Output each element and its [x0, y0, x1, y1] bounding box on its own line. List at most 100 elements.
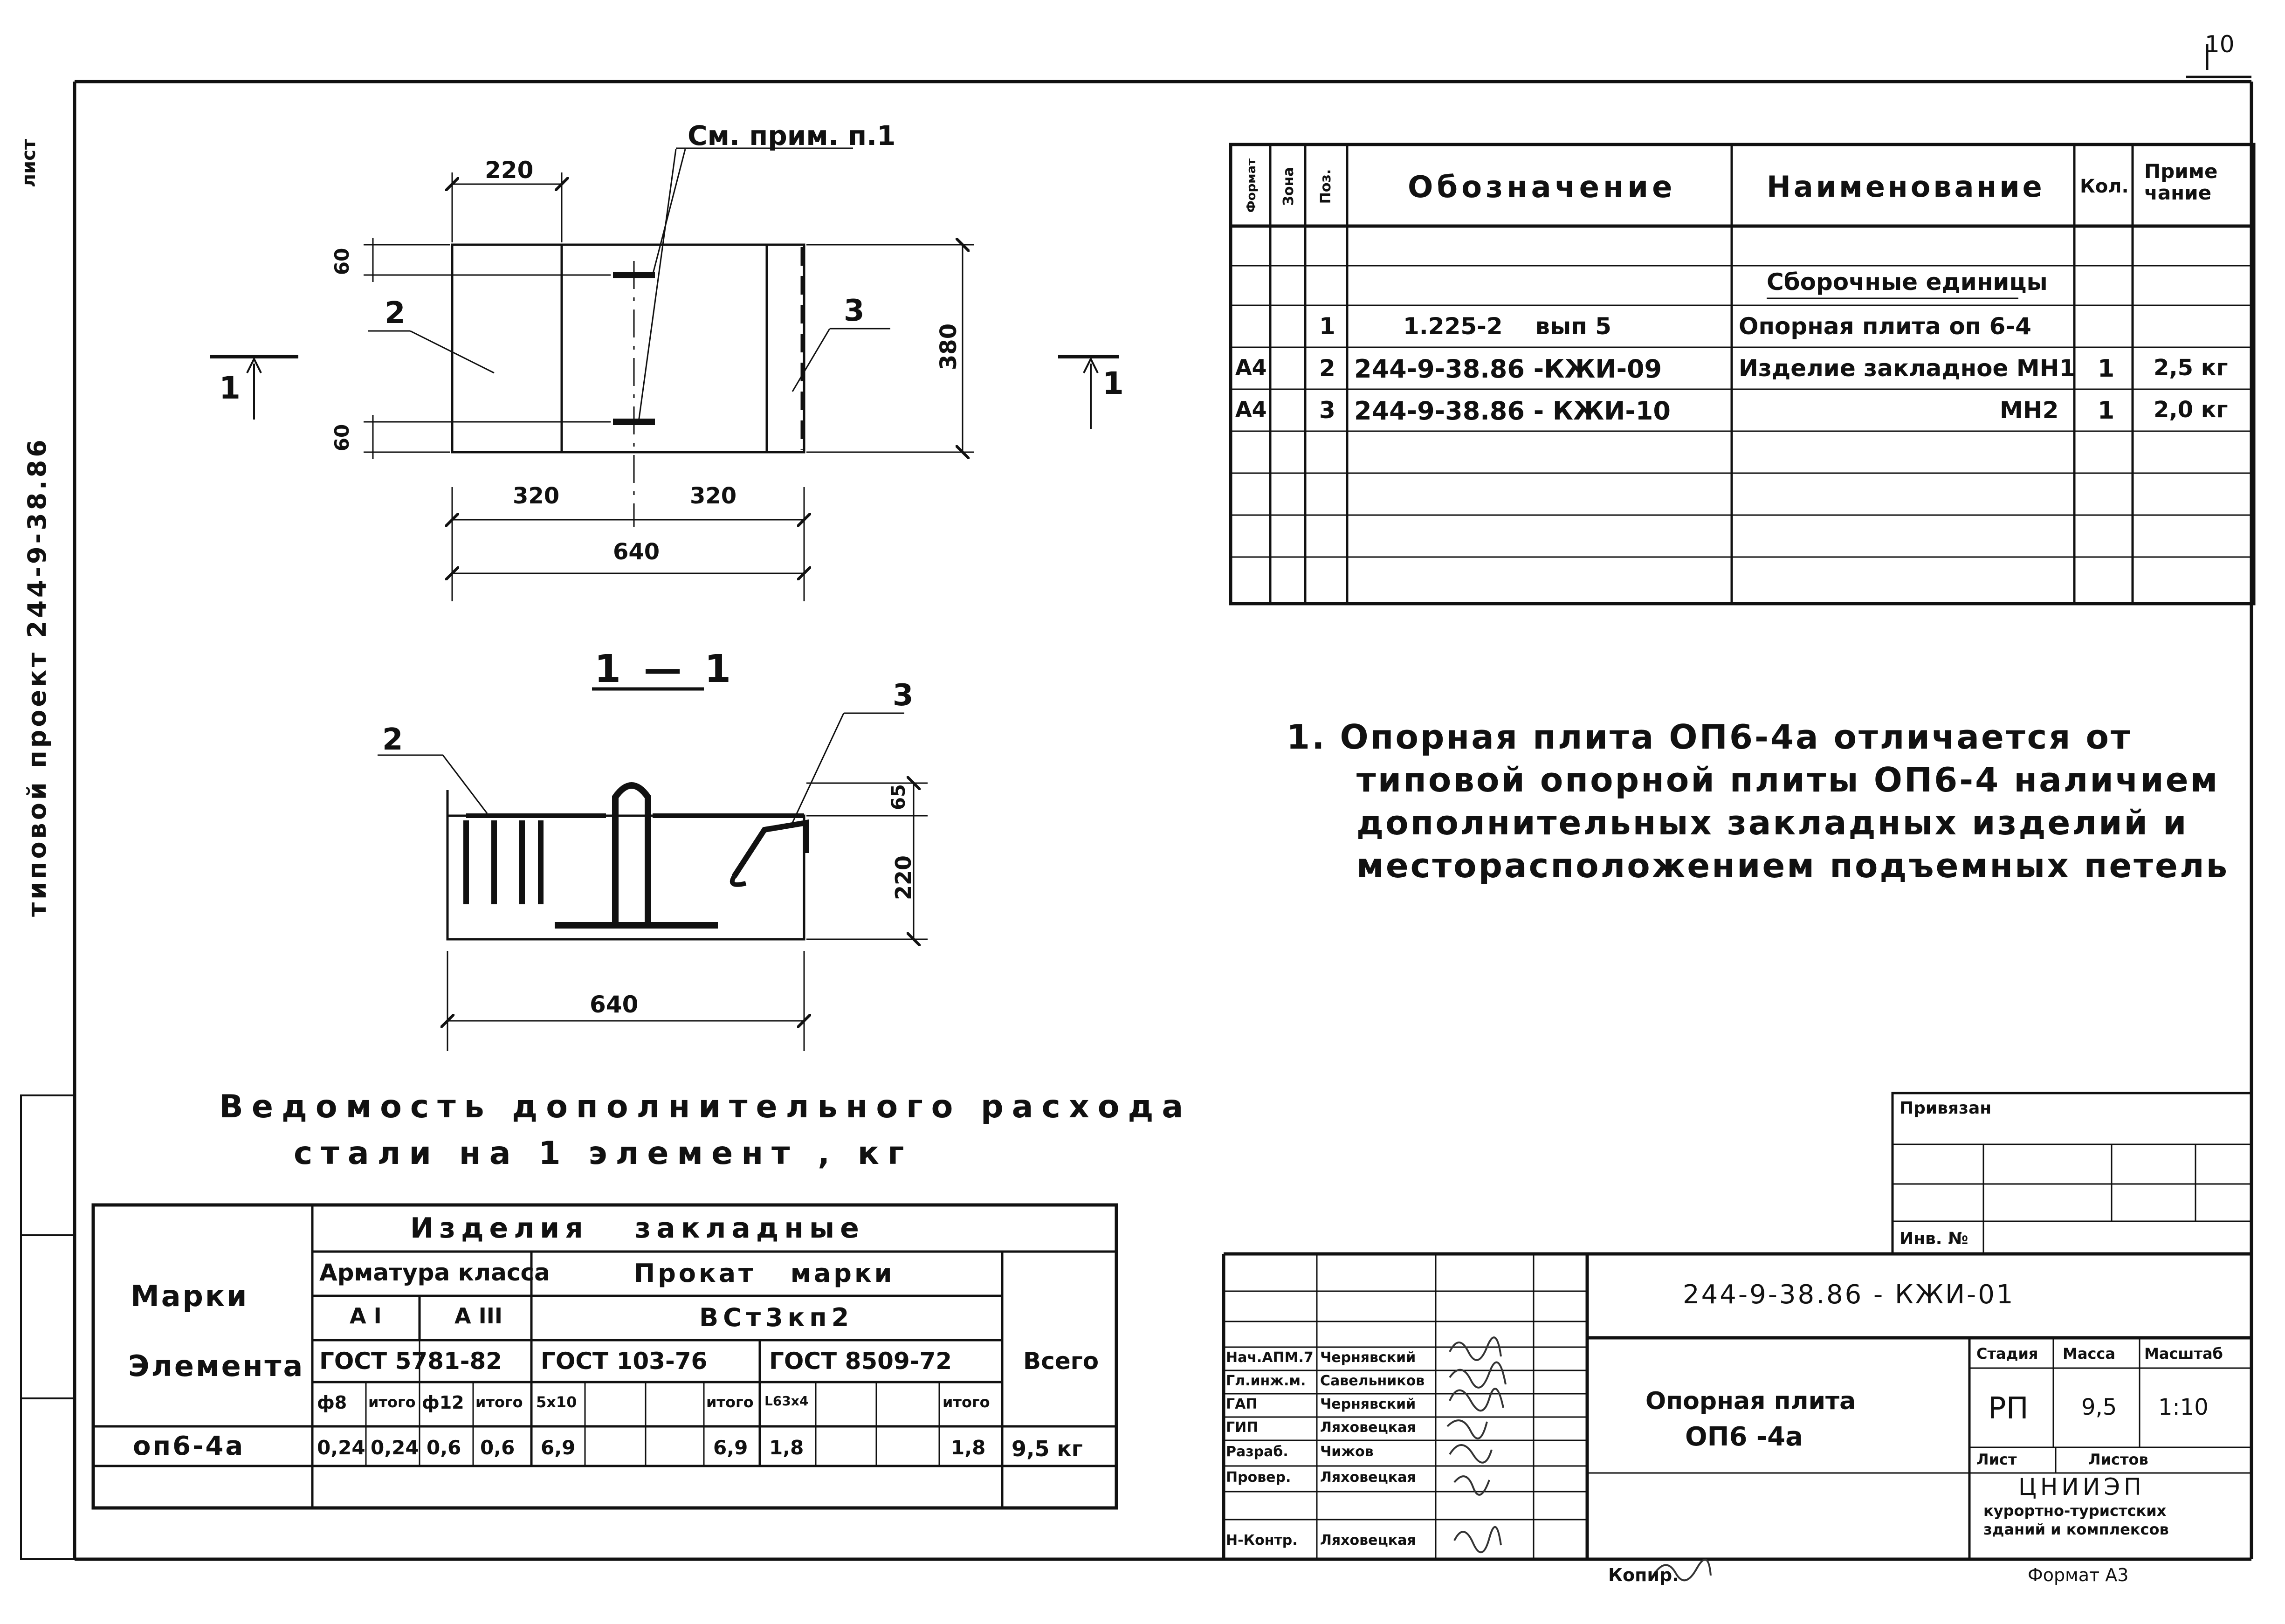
tb-role-4: ГИП	[1226, 1419, 1259, 1436]
tb-name-2: Савельников	[1320, 1373, 1425, 1389]
tb-mass: 9,5	[2081, 1394, 2117, 1420]
tb-role-5: Разраб.	[1226, 1444, 1288, 1460]
spec-row-1-designation: 1.225-2 вып 5	[1403, 313, 1611, 340]
tb-copied: Копир.	[1608, 1565, 1679, 1585]
tb-privyazan: Привязан	[1900, 1099, 1992, 1118]
tb-role-2: Гл.инж.м.	[1226, 1373, 1306, 1389]
steel-val-3: 0,6	[427, 1436, 461, 1459]
tb-doc-title-1: Опорная плита	[1645, 1387, 1856, 1415]
spec-row-2-qty: 1	[2098, 355, 2115, 383]
steel-col-mark-2: Элемента	[128, 1349, 305, 1383]
tb-sheet-h: Лист	[1976, 1451, 2017, 1468]
section-mark-right: 1	[1102, 365, 1124, 401]
title-block-grid	[1222, 1092, 2253, 1559]
steel-row-mark: оп6-4а	[133, 1431, 245, 1461]
steel-val-12: 1,8	[951, 1436, 986, 1459]
steel-sub-9: L63х4	[764, 1393, 809, 1409]
spec-row-3-designation: 244-9-38.86 - КЖИ-10	[1354, 396, 1671, 426]
steel-val-9: 1,8	[769, 1436, 804, 1459]
steel-title-line-1: Ведомость дополнительного расхода	[219, 1088, 1192, 1125]
steel-val-1: 0,24	[317, 1436, 365, 1459]
section-dim-65: 65	[888, 784, 909, 810]
steel-val-8: 6,9	[713, 1436, 748, 1459]
note-line-1: 1. Опорная плита ОП6-4а отличается от	[1287, 717, 2132, 757]
spec-row-3-note: 2,0 кг	[2154, 397, 2228, 423]
side-stamp-sheet: лист	[18, 138, 40, 188]
section-dim-640: 640	[590, 991, 639, 1018]
spec-row-3-format: А4	[1235, 397, 1267, 422]
spec-h-zone: Зона	[1280, 167, 1297, 206]
steel-sub-12: итого	[943, 1393, 990, 1411]
tb-role-6: Провер.	[1226, 1469, 1291, 1486]
spec-row-1-name: Опорная плита оп 6-4	[1739, 313, 2031, 340]
spec-h-name: Наименование	[1767, 170, 2045, 204]
spec-row-2-name: Изделие закладное МН1	[1739, 355, 2076, 382]
steel-sub-5: 5х10	[536, 1393, 577, 1411]
steel-grade: ВСт3кп2	[699, 1303, 854, 1332]
spec-h-designation: Обозначение	[1408, 170, 1676, 205]
steel-table-title: Ведомость дополнительного расхода стали …	[219, 1084, 1191, 1177]
spec-h-format: Формат	[1245, 158, 1259, 213]
plan-pos-2: 2	[385, 296, 406, 330]
spec-row-2-format: А4	[1235, 355, 1267, 380]
side-stamp-box	[20, 1094, 76, 1560]
section-pos-2: 2	[382, 723, 403, 757]
steel-armature: Арматура класса	[319, 1259, 550, 1286]
steel-val-2: 0,24	[371, 1436, 419, 1459]
tb-role-7: Н-Контр.	[1226, 1532, 1298, 1548]
plan-dim-220: 220	[485, 157, 534, 184]
spec-row-2-pos: 2	[1319, 355, 1335, 382]
tb-org-3: зданий и комплексов	[1983, 1521, 2169, 1538]
tb-org-1: ЦНИИЭП	[2018, 1473, 2145, 1500]
spec-row-3-pos: 3	[1319, 397, 1335, 424]
spec-section-label: Сборочные единицы	[1767, 268, 2048, 296]
section-title: 1 — 1	[594, 647, 736, 691]
note-line-3: дополнительных закладных изделий и	[1356, 803, 2189, 842]
steel-gost-1: ГОСТ 5781-82	[319, 1348, 502, 1375]
tb-doc-title-2: ОП6 -4а	[1685, 1422, 1803, 1452]
steel-total-col: Всего	[1023, 1348, 1099, 1375]
steel-val-4: 0,6	[480, 1436, 515, 1459]
tb-role-1: Нач.АПМ.7	[1226, 1349, 1314, 1366]
steel-gost-3: ГОСТ 8509-72	[769, 1348, 952, 1375]
steel-sub-1: ф8	[317, 1392, 347, 1413]
steel-col-mark-1: Марки	[131, 1279, 249, 1313]
section-dim-220: 220	[891, 855, 916, 901]
spec-row-1-pos: 1	[1319, 313, 1335, 340]
page-number: 10	[2205, 31, 2235, 58]
plan-dim-60-top: 60	[330, 248, 354, 275]
plan-dim-320-left: 320	[513, 483, 560, 509]
plan-dim-60-bottom: 60	[330, 424, 354, 452]
page-number-mark	[2186, 44, 2251, 78]
spec-row-3-name: МН2	[2000, 397, 2059, 424]
steel-class-a1: А I	[350, 1303, 382, 1328]
tb-sheets-h: Листов	[2088, 1451, 2148, 1468]
spec-row-2-designation: 244-9-38.86 -КЖИ-09	[1354, 354, 1662, 384]
steel-val-5: 6,9	[541, 1436, 576, 1459]
steel-group: Изделия закладные	[410, 1212, 865, 1245]
note-line-2: типовой опорной плиты ОП6-4 наличием	[1356, 760, 2220, 799]
spec-row-2-note: 2,5 кг	[2154, 355, 2228, 381]
steel-row-total: 9,5 кг	[1012, 1436, 1083, 1461]
general-note: 1. Опорная плита ОП6-4а отличается от ти…	[1287, 716, 2229, 887]
steel-sub-2: итого	[368, 1393, 416, 1411]
tb-inv-no: Инв. №	[1900, 1229, 1968, 1248]
spec-h-pos: Поз.	[1318, 169, 1334, 204]
tb-name-5: Чижов	[1320, 1444, 1374, 1460]
side-stamp-text: типовой проект 244-9-38.86	[22, 437, 52, 917]
tb-stage: РП	[1988, 1391, 2029, 1426]
section-mark-left: 1	[219, 370, 241, 406]
tb-name-4: Ляховецкая	[1320, 1419, 1416, 1436]
tb-format: Формат А3	[2028, 1565, 2129, 1585]
spec-h-note: Приме чание	[2144, 160, 2218, 204]
tb-scale-h: Масштаб	[2144, 1345, 2223, 1363]
section-pos-3: 3	[893, 678, 914, 713]
tb-name-7: Ляховецкая	[1320, 1532, 1416, 1548]
steel-title-line-2: стали на 1 элемент , кг	[294, 1135, 913, 1172]
plan-dim-640: 640	[613, 539, 660, 565]
steel-sub-8: итого	[706, 1393, 754, 1411]
steel-sub-3: ф12	[422, 1392, 464, 1413]
steel-rolled: Прокат марки	[634, 1259, 895, 1288]
spec-table-grid	[1229, 143, 2256, 606]
